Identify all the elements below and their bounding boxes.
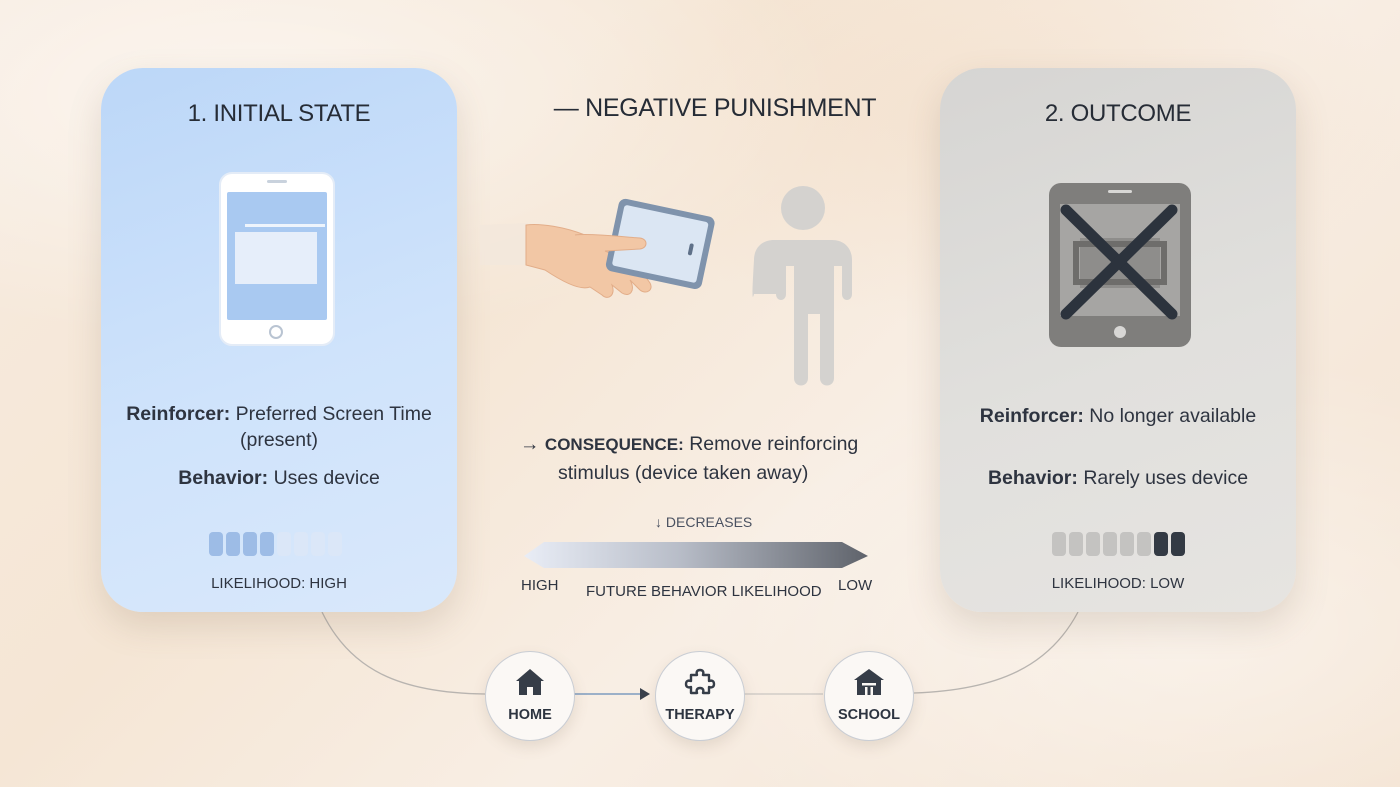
outcome-behavior-label: Behavior: (987, 467, 1078, 489)
meter-segment (1137, 532, 1151, 556)
tablet-icon (219, 172, 335, 346)
meter-segment (1086, 532, 1100, 556)
outcome-likelihood-label: LIKELIHOOD: LOW (1051, 575, 1185, 592)
outcome-behavior-value: Rarely uses device (1083, 467, 1249, 489)
meter-segment (328, 532, 342, 556)
person-icon (752, 186, 852, 386)
initial-reinforcer-line1: Reinforcer: Preferred Screen Time (101, 403, 457, 426)
initial-reinforcer-line2: (present) (239, 429, 319, 451)
school-icon (854, 669, 884, 695)
location-school[interactable]: SCHOOL (824, 651, 914, 741)
meter-segment (243, 532, 257, 556)
decreases-label: ↓ DECREASES (655, 514, 753, 530)
location-home[interactable]: HOME (485, 651, 575, 741)
meter-segment (294, 532, 308, 556)
house-icon (516, 669, 544, 695)
location-home-label: HOME (508, 707, 552, 723)
hand-taking-tablet-icon (480, 198, 715, 298)
outcome-reinforcer-value: No longer available (1089, 405, 1257, 427)
consequence-arrow: → (520, 433, 540, 455)
meter-segment (226, 532, 240, 556)
likelihood-meter-high (209, 532, 342, 556)
meter-segment (1103, 532, 1117, 556)
meter-segment (1052, 532, 1066, 556)
meter-segment (277, 532, 291, 556)
consequence-line1: → CONSEQUENCE: Remove reinforcing (520, 430, 900, 459)
location-therapy-label: THERAPY (665, 707, 735, 723)
initial-behavior-label: Behavior: (178, 467, 269, 489)
blocked-tablet-icon (1049, 183, 1191, 347)
likelihood-gradient-scale (524, 542, 868, 568)
consequence-text: → CONSEQUENCE: Remove reinforcing stimul… (520, 430, 900, 487)
scale-high-label: HIGH (521, 577, 559, 594)
negative-punishment-title: — NEGATIVE PUNISHMENT (553, 94, 877, 122)
outcome-reinforcer-label: Reinforcer: (979, 405, 1084, 427)
scale-caption: FUTURE BEHAVIOR LIKELIHOOD (586, 583, 822, 600)
scale-low-label: LOW (838, 577, 873, 594)
meter-segment (1069, 532, 1083, 556)
outcome-card: 2. OUTCOME Reinforcer: No longer availab… (940, 68, 1296, 612)
location-therapy[interactable]: THERAPY (655, 651, 745, 741)
meter-segment (209, 532, 223, 556)
location-school-label: SCHOOL (837, 707, 901, 723)
consequence-value-line2: stimulus (device taken away) (558, 462, 809, 484)
initial-reinforcer-label: Reinforcer: (126, 403, 231, 425)
initial-reinforcer-value: Preferred Screen Time (235, 403, 432, 425)
initial-behavior-value: Uses device (273, 467, 380, 489)
meter-segment (260, 532, 274, 556)
left-connector (321, 611, 486, 695)
meter-segment (1120, 532, 1134, 556)
outcome-title: 2. OUTCOME (1044, 100, 1192, 127)
puzzle-icon (684, 668, 716, 695)
outcome-behavior-line: Behavior: Rarely uses device (940, 467, 1296, 490)
initial-likelihood-label: LIKELIHOOD: HIGH (211, 575, 347, 592)
meter-segment (311, 532, 325, 556)
meter-segment (1171, 532, 1185, 556)
initial-behavior-line: Behavior: Uses device (101, 467, 457, 490)
likelihood-meter-low (1052, 532, 1185, 556)
initial-state-title: 1. INITIAL STATE (187, 100, 371, 127)
initial-state-card: 1. INITIAL STATE Reinforcer: Preferred S… (101, 68, 457, 612)
consequence-label: CONSEQUENCE: (544, 435, 684, 454)
outcome-reinforcer-line: Reinforcer: No longer available (940, 405, 1296, 428)
therapy-arrowhead (640, 688, 650, 700)
consequence-value-line1: Remove reinforcing (689, 433, 859, 455)
meter-segment (1154, 532, 1168, 556)
right-connector (913, 611, 1079, 694)
